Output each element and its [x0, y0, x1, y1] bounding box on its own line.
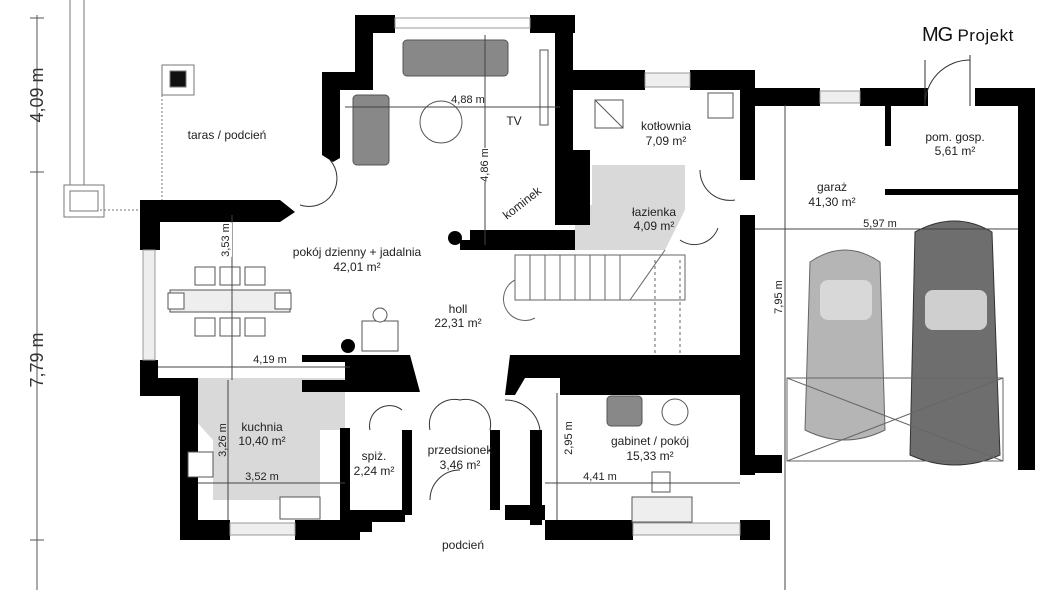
- room-label-garaz: garaż: [816, 180, 848, 194]
- room-area-kotlownia: 7,09 m²: [645, 134, 687, 148]
- logo-brand: MG: [922, 24, 953, 46]
- room-label-kuchnia: kuchnia: [241, 420, 283, 434]
- room-area-holl: 22,31 m²: [434, 316, 482, 330]
- furniture: [167, 39, 734, 523]
- walls: [140, 15, 1035, 540]
- dim-dining-depth: 3,53 m: [220, 223, 232, 257]
- room-area-kuchnia: 10,40 m²: [238, 434, 286, 448]
- overall-dimension-lower: 7,79 m: [27, 332, 47, 388]
- room-label-kotlownia: kotłownia: [640, 119, 692, 133]
- room-label-living: pokój dzienny + jadalnia: [292, 245, 422, 259]
- dim-dining-width: 4,19 m: [253, 354, 287, 366]
- room-area-lazienka: 4,09 m²: [633, 219, 675, 233]
- room-area-living: 42,01 m²: [333, 260, 381, 274]
- logo-name: Projekt: [957, 26, 1014, 45]
- room-area-gabinet: 15,33 m²: [626, 449, 674, 463]
- dim-living-depth: 4,86 m: [479, 148, 491, 182]
- room-label-przedsionek: przedsionek: [427, 443, 493, 457]
- room-label-lazienka: łazienka: [631, 205, 677, 219]
- dim-living-width: 4,88 m: [451, 94, 485, 106]
- room-label-gabinet: gabinet / pokój: [610, 434, 690, 448]
- kitchen-floor: [195, 378, 345, 500]
- room-label-holl: holl: [448, 302, 468, 316]
- dim-garage-width: 5,97 m: [863, 218, 897, 230]
- room-label-podcien: podcień: [441, 538, 485, 552]
- room-area-garaz: 41,30 m²: [808, 195, 856, 209]
- dim-office-depth: 2,95 m: [563, 421, 575, 455]
- windows: [142, 17, 861, 536]
- overall-dimension-line: [30, 15, 44, 590]
- dim-kitchen-depth: 3,26 m: [217, 423, 229, 457]
- room-area-przedsionek: 3,46 m²: [439, 458, 481, 472]
- terrace-posts: [63, 0, 195, 218]
- room-area-pom-gosp: 5,61 m²: [934, 144, 976, 158]
- dim-kitchen-width: 3,52 m: [245, 471, 279, 483]
- dimension-lines: [158, 35, 1018, 590]
- mg-projekt-logo: MG Projekt: [922, 24, 1014, 47]
- overall-dimension-upper: 4,09 m: [27, 67, 47, 123]
- bathroom-floor: [575, 165, 685, 250]
- door-swings: [299, 55, 971, 501]
- stairs: [503, 249, 686, 355]
- dim-office-width: 4,41 m: [583, 471, 617, 483]
- label-tv: TV: [506, 114, 522, 128]
- room-label-pom-gosp: pom. gosp.: [925, 130, 985, 144]
- room-label-taras: taras / podcień: [187, 128, 267, 142]
- room-area-spiz: 2,24 m²: [353, 464, 395, 478]
- cars: [786, 220, 1004, 466]
- room-label-spiz: spiż.: [361, 449, 387, 463]
- dim-garage-depth: 7,95 m: [773, 280, 785, 314]
